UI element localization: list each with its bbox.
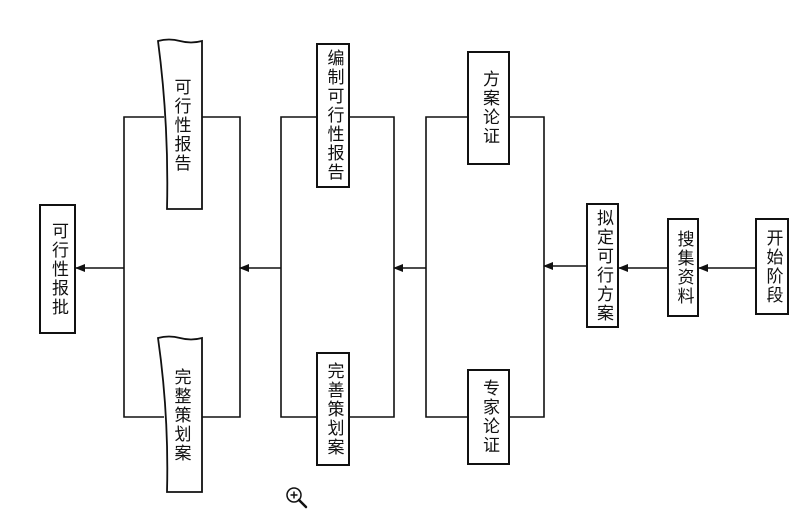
node-plan-review: 方案论证	[467, 51, 510, 165]
bracket-review	[425, 116, 467, 418]
node-plan-review-label: 方案论证	[479, 70, 499, 146]
node-expert-review-label: 专家论证	[479, 379, 499, 455]
doc-complete-plan: 完整策划案	[157, 335, 203, 495]
bracket-docs-right	[200, 116, 241, 418]
node-start-label: 开始阶段	[762, 228, 783, 305]
doc-feasibility-report-text: 可行性报告	[157, 38, 203, 212]
bracket-report	[280, 116, 316, 418]
node-collect-label: 搜集资料	[673, 229, 694, 306]
doc-shape	[157, 38, 203, 210]
bracket-report-right	[350, 116, 395, 418]
node-approval: 可行性报批	[39, 204, 76, 334]
node-expert-review: 专家论证	[467, 369, 510, 465]
bracket-docs	[123, 116, 164, 418]
doc-shape	[157, 335, 203, 493]
node-refine-plan-label: 完善策划案	[323, 361, 344, 457]
node-compile-report: 编制可行性报告	[316, 43, 350, 188]
node-draft-plans: 拟定可行方案	[586, 203, 619, 328]
zoom-in-icon[interactable]	[284, 485, 310, 511]
node-collect: 搜集资料	[667, 218, 699, 317]
node-refine-plan: 完善策划案	[316, 352, 350, 466]
doc-feasibility-report: 可行性报告	[157, 38, 203, 212]
doc-complete-plan-label: 完整策划案	[170, 367, 191, 463]
bracket-review-right	[510, 116, 545, 418]
doc-feasibility-report-label: 可行性报告	[170, 77, 191, 173]
doc-complete-plan-text: 完整策划案	[157, 335, 203, 495]
node-draft-plans-label: 拟定可行方案	[593, 208, 613, 323]
node-start: 开始阶段	[755, 218, 789, 315]
node-compile-report-label: 编制可行性报告	[323, 49, 344, 182]
zoom-in-glyph	[286, 487, 308, 509]
node-approval-label: 可行性报批	[48, 221, 68, 317]
